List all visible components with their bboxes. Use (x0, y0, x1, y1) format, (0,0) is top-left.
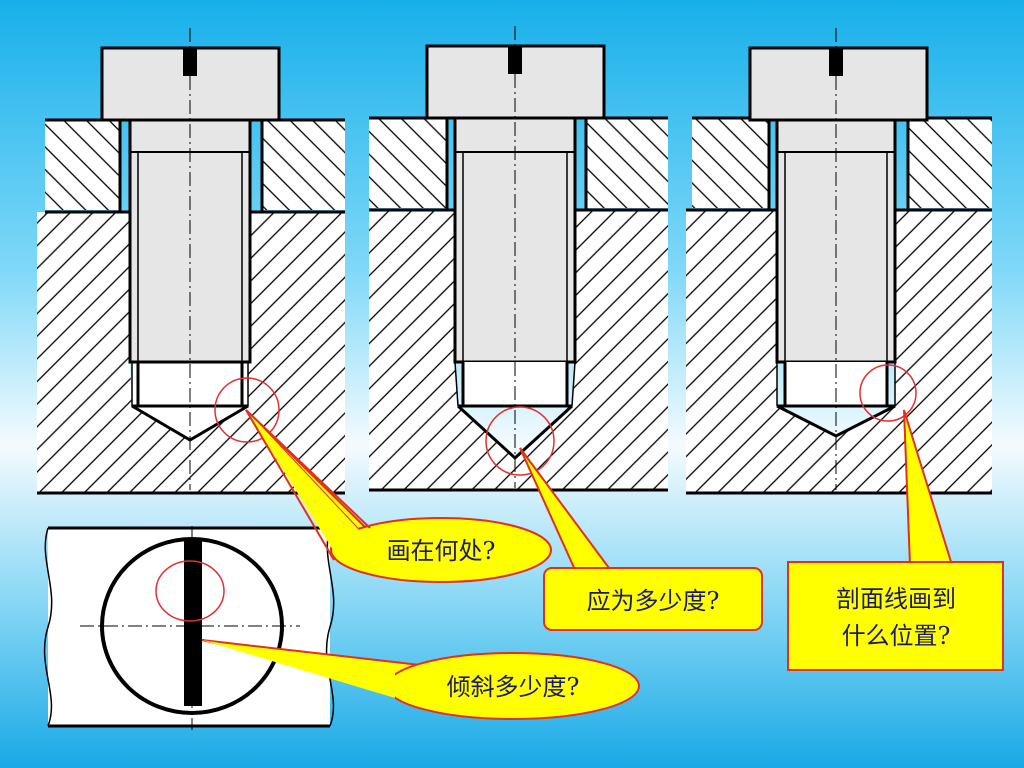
marker-circle-1 (214, 377, 280, 443)
lower-part-1 (37, 212, 345, 493)
screw-section-panel-1 (37, 28, 345, 495)
callout-text-hatch-extent-2: 什么位置? (842, 622, 951, 650)
callout-text-where-to-draw: 画在何处? (387, 537, 496, 565)
callout-text-hatch-extent-1: 剖面线画到 (836, 585, 956, 613)
upper-plate-left-1 (45, 120, 120, 210)
callout-where-to-draw: 画在何处? (245, 409, 552, 583)
marker-circle-2 (485, 406, 555, 476)
callout-text-tilt-angle: 倾斜多少度? (447, 673, 580, 701)
callout-tilt-angle: 倾斜多少度? (201, 639, 640, 720)
break-line-left (43, 527, 53, 727)
upper-plate-right-1 (262, 120, 345, 210)
marker-circle-4 (155, 560, 225, 622)
marker-circle-3 (859, 364, 917, 422)
break-line-right (325, 527, 335, 727)
callout-hatch-extent: 剖面线画到 什么位置? (787, 409, 1004, 671)
screw-section-panel-3 (686, 28, 992, 495)
callout-text-what-angle: 应为多少度? (587, 587, 720, 615)
screw-section-panel-2 (369, 26, 668, 492)
callout-what-angle: 应为多少度? (519, 447, 763, 631)
screw-top-view (43, 526, 335, 730)
screw-slot (184, 541, 202, 706)
